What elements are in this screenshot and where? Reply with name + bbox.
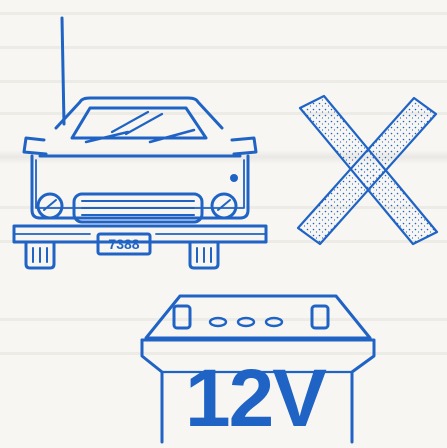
prohibited-cross-icon bbox=[298, 96, 437, 244]
license-plate-number: 7388 bbox=[100, 236, 148, 252]
battery-voltage-label: 12V bbox=[170, 354, 340, 444]
car-front-icon bbox=[14, 18, 266, 268]
indicator-dot bbox=[230, 174, 238, 182]
radio-antenna-icon bbox=[62, 18, 64, 124]
